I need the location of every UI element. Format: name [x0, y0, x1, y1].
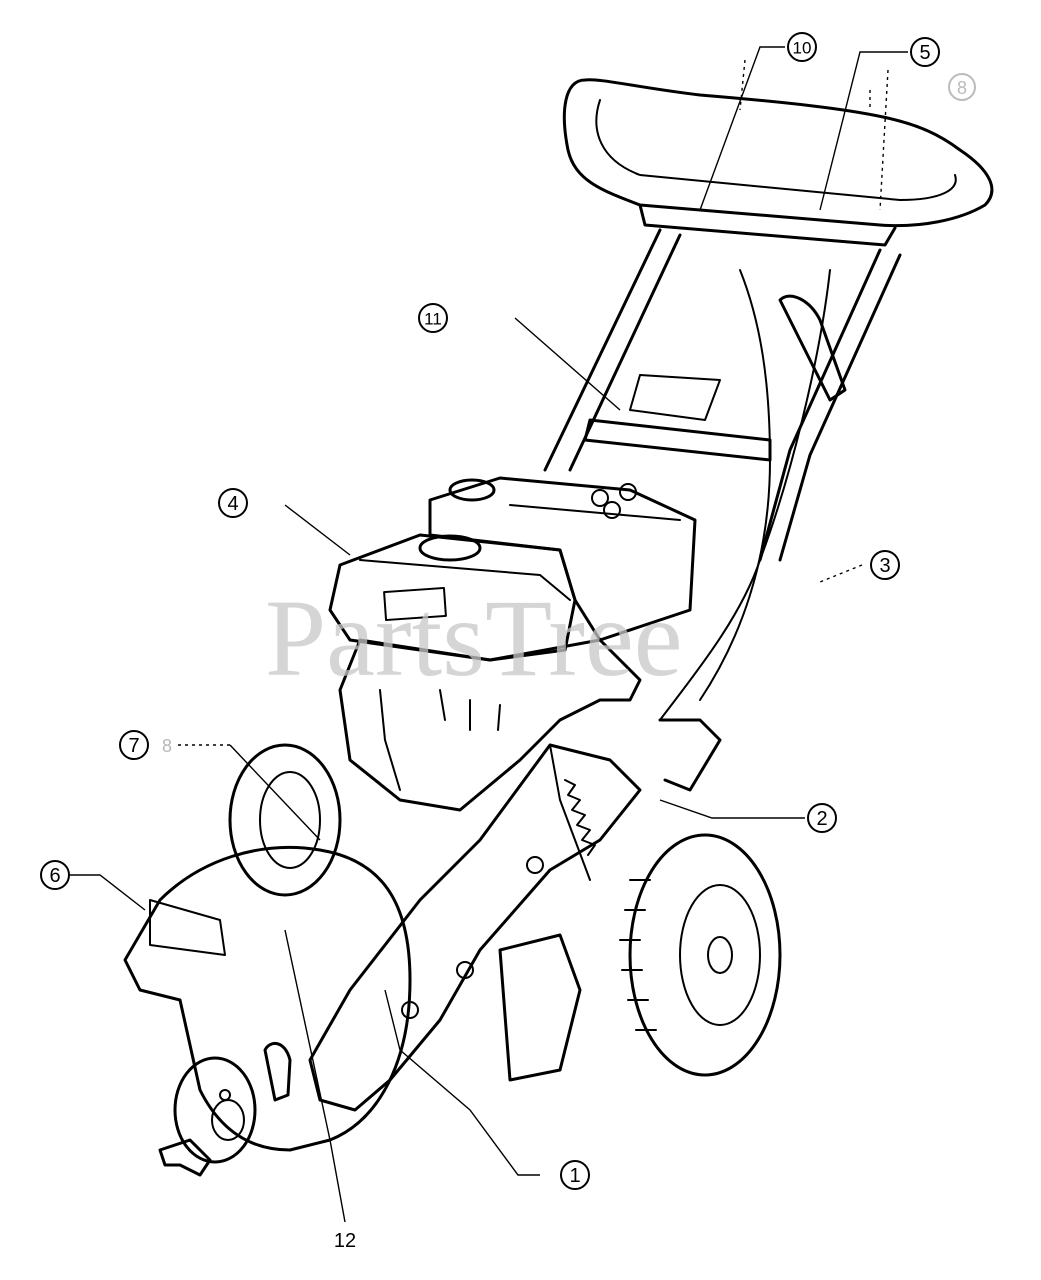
svg-text:2: 2: [816, 808, 827, 830]
callout-7[interactable]: 7: [119, 730, 149, 760]
svg-text:6: 6: [49, 865, 60, 887]
leader-lines: [68, 46, 908, 1223]
svg-text:11: 11: [424, 310, 442, 329]
callout-12[interactable]: 12: [334, 1230, 356, 1252]
svg-text:7: 7: [128, 735, 139, 757]
machine-drawing: [123, 78, 994, 1177]
svg-text:1: 1: [569, 1165, 580, 1187]
callout-2[interactable]: 2: [807, 803, 837, 833]
callout-4[interactable]: 4: [218, 488, 248, 518]
callout-3[interactable]: 3: [870, 550, 900, 580]
svg-text:5: 5: [919, 42, 930, 64]
svg-text:8: 8: [162, 736, 172, 756]
callout-8-faint-left[interactable]: 8: [162, 736, 172, 756]
svg-text:8: 8: [957, 78, 967, 98]
svg-text:10: 10: [793, 39, 812, 58]
callout-8-faint-top[interactable]: 8: [948, 73, 976, 101]
callout-6[interactable]: 6: [40, 860, 70, 890]
svg-text:3: 3: [879, 555, 890, 577]
callout-11[interactable]: 11: [418, 303, 448, 333]
callout-10[interactable]: 10: [787, 32, 817, 62]
svg-text:12: 12: [334, 1230, 356, 1252]
callout-1[interactable]: 1: [560, 1160, 590, 1190]
callout-5[interactable]: 5: [910, 37, 940, 67]
watermark-text: PartsTree: [265, 577, 683, 699]
svg-text:4: 4: [227, 493, 238, 515]
